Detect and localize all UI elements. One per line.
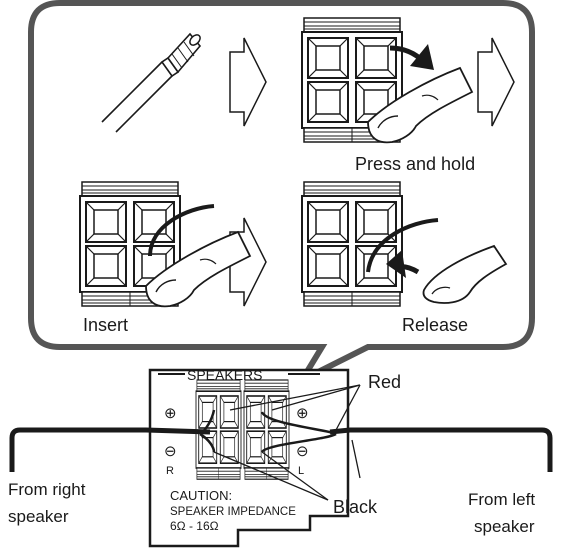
panel-title: SPEAKERS [187,367,262,383]
press-and-hold-label: Press and hold [355,154,475,174]
red-wire-callout [229,384,361,431]
insert-illustration [79,181,251,308]
caution-impedance-range: 6Ω - 16Ω [170,519,219,533]
from-left-speaker-label-line2: speaker [474,517,535,536]
from-left-speaker-label: From left [468,490,535,509]
red-wire-label: Red [368,372,401,392]
from-right-speaker-label-line2: speaker [8,507,69,526]
from-right-speaker-label: From right [8,480,86,499]
negative-terminal-icon: ⊖ [164,443,177,460]
insert-label: Insert [83,315,128,335]
negative-terminal-icon: ⊖ [296,443,309,460]
black-wire-callout [213,439,361,501]
release-label: Release [402,315,468,335]
positive-terminal-icon: ⊕ [164,405,177,422]
speaker-cables [9,409,553,472]
positive-terminal-icon: ⊕ [296,405,309,422]
press-direction-arrow-icon [410,44,434,70]
release-direction-arrow-icon [386,250,406,278]
caution-impedance-text: SPEAKER IMPEDANCE [170,506,296,518]
caution-heading: CAUTION: [170,488,232,503]
press-and-hold-illustration [301,17,473,144]
release-illustration [301,181,508,307]
stripped-wire-illustration [101,32,202,133]
right-channel-label: R [166,465,174,477]
left-channel-label: L [298,465,304,477]
black-wire-label: Black [333,497,378,517]
